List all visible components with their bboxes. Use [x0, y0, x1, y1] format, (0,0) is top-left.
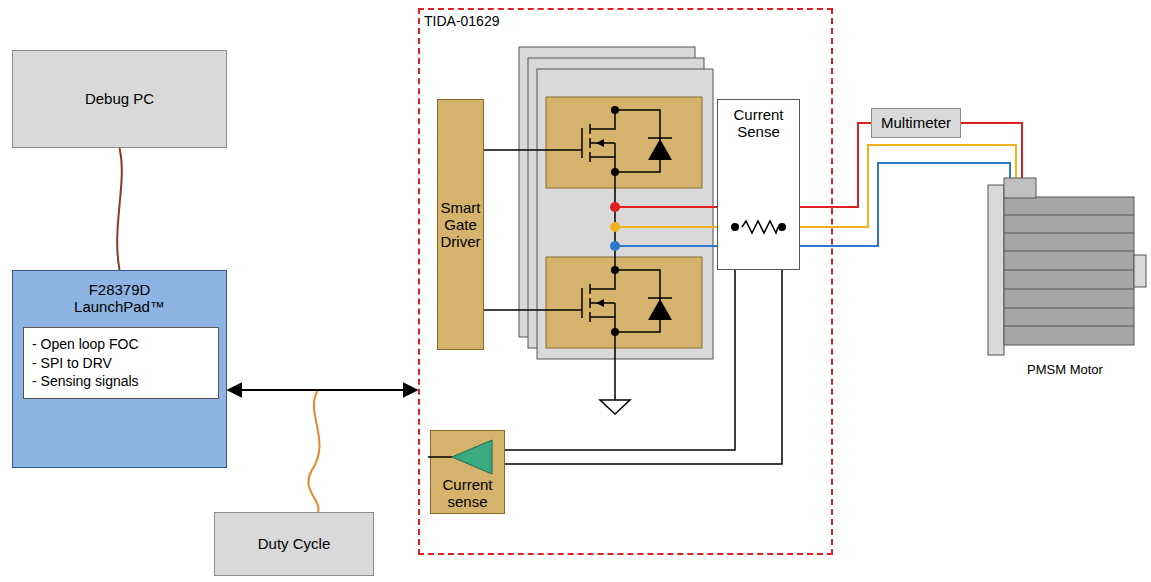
connector: [117, 148, 122, 270]
board-region: TIDA-01629Smart Gate Driver Current Sense…: [418, 8, 833, 555]
phase-wire-red: [961, 123, 1022, 178]
node-label: Current sense: [431, 476, 504, 511]
high-side-mosfet-box: [546, 97, 702, 188]
gate-driver-box: Smart Gate Driver: [437, 99, 484, 350]
phase-wire-blue: [615, 163, 1010, 246]
duty-cycle-box: Duty Cycle: [214, 512, 374, 576]
terminal-dot: [778, 223, 786, 231]
feature-list-box: - Open loop FOC- SPI to DRV- Sensing sig…: [23, 327, 219, 399]
phase-dot: [610, 241, 620, 251]
phase-dot: [610, 222, 620, 232]
node-label: PMSM Motor: [1027, 363, 1103, 378]
sense-wire: [492, 227, 735, 450]
node-label: Smart Gate Driver: [439, 199, 482, 251]
node-label: F28379D LaunchPad™: [70, 281, 170, 316]
node-label: - Sensing signals: [32, 372, 139, 391]
motor-shaft: [1134, 255, 1146, 287]
resistor-symbol: [742, 221, 778, 233]
node-label: Current Sense: [718, 106, 799, 141]
current-sense-box: Current Sense: [717, 99, 800, 270]
duty-wire: [308, 390, 319, 512]
amplifier-symbol: [452, 440, 492, 474]
pc-box: Debug PC: [12, 50, 227, 148]
launchpad-box: F28379D LaunchPad™ - Open loop FOC- SPI t…: [12, 270, 227, 468]
motor-terminal-box: [1004, 178, 1036, 198]
node-label: Multimeter: [881, 114, 951, 131]
low-side-mosfet-box: [546, 257, 702, 348]
bridge-panel: [537, 69, 713, 359]
multimeter-box: Multimeter: [871, 108, 961, 138]
motor-fins: [1004, 215, 1134, 326]
phase-dot: [610, 202, 620, 212]
connector: [228, 389, 417, 391]
motor-flange: [988, 185, 1004, 355]
node-label: Duty Cycle: [258, 535, 331, 552]
node-label: Debug PC: [85, 90, 154, 107]
node-label: - Open loop FOC: [32, 335, 139, 354]
motor-body: [1004, 197, 1134, 345]
sense-amp-box: Current sense: [430, 430, 505, 514]
motor-node: PMSM Motor: [985, 172, 1145, 382]
phase-wire-yellow: [778, 145, 1016, 227]
amp-output: [428, 456, 452, 458]
node-label: - SPI to DRV: [32, 354, 112, 373]
diode-symbols: [596, 106, 672, 336]
node-label: TIDA-01629: [424, 13, 499, 29]
mosfet-symbols: [482, 110, 672, 414]
terminal-dot: [731, 223, 739, 231]
